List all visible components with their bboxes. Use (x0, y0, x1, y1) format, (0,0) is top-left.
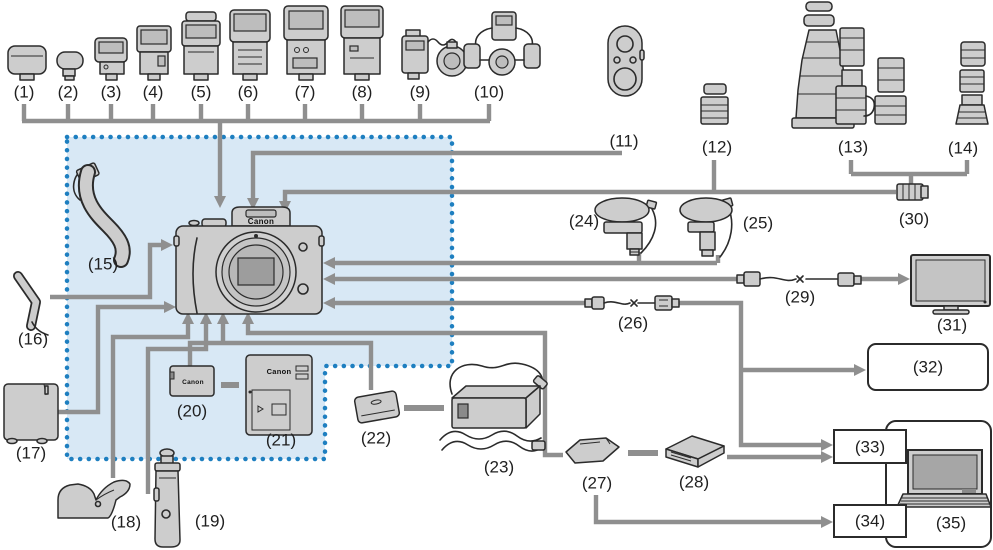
item-label-16: (16) (17, 329, 49, 349)
flash-unit-3-icon (94, 37, 128, 81)
lens-mount-adapter-icon (896, 183, 929, 201)
labeled-box-32 (867, 343, 989, 391)
strap-to-camera-arrow (50, 239, 173, 300)
efm-lens-icon (700, 83, 729, 125)
item-label-11: (11) (609, 131, 639, 151)
item-label-17: (17) (15, 443, 47, 463)
body-jacket-icon (57, 479, 131, 519)
ring-flash-controller-icon (401, 29, 468, 80)
item-label-33: (33) (854, 437, 886, 457)
item-label-27: (27) (581, 473, 613, 493)
case-to-camera-arrow (57, 301, 176, 415)
flash-unit-8-icon (340, 5, 384, 81)
item-label-30: (30) (898, 209, 930, 229)
ac-adapter-icon (439, 362, 548, 452)
microphone-1-icon (594, 197, 658, 256)
dotted-border (64, 134, 455, 462)
lens-group-bracket (848, 160, 970, 184)
item-label-31: (31) (936, 315, 968, 335)
flash-group-bracket (21, 104, 492, 124)
item-label-6: (6) (237, 82, 259, 102)
battery-brand-text: Canon (182, 379, 204, 386)
item-label-8: (8) (351, 82, 373, 102)
labeled-box-34 (833, 504, 907, 538)
item-label-9: (9) (409, 82, 431, 102)
item-label-20: (20) (176, 401, 208, 421)
camera-body: Canon (173, 206, 325, 315)
computer-icon (896, 449, 992, 508)
item-label-2: (2) (57, 82, 79, 102)
hdmi-cable-icon (736, 271, 862, 287)
item-label-18: (18) (110, 512, 142, 532)
item-label-34: (34) (854, 511, 886, 531)
item-label-29: (29) (784, 287, 816, 307)
item-label-12: (12) (701, 137, 733, 157)
item-label-10: (10) (473, 82, 505, 102)
battery-charger-icon: Canon (245, 354, 313, 436)
hand-strap-icon (13, 271, 49, 336)
flash-unit-7-icon (283, 5, 329, 81)
item-label-26: (26) (617, 313, 649, 333)
dc-coupler-icon (353, 390, 401, 424)
remote-to-camera-arrow (247, 150, 622, 210)
neck-strap-icon (72, 162, 131, 268)
item-label-19: (19) (194, 511, 226, 531)
power-link-line (187, 340, 374, 390)
item-label-35: (35) (935, 513, 967, 533)
microphone-2-icon (679, 197, 734, 258)
card-to-box34-arrow (593, 495, 833, 528)
charger-brand-text: Canon (267, 367, 292, 376)
camera-brand-text: Canon (248, 217, 274, 226)
item-label-1: (1) (13, 82, 35, 102)
item-label-5: (5) (190, 82, 212, 102)
flash-unit-6-icon (229, 9, 271, 81)
twin-flash-icon (463, 11, 541, 76)
wireless-remote-icon (607, 25, 645, 97)
sd-memory-card-icon (565, 437, 620, 464)
card-reader-icon (665, 435, 725, 468)
flash-unit-2-icon (56, 51, 84, 81)
grip-to-camera-arrow (145, 312, 212, 494)
ef-lens-group-icon (791, 1, 907, 129)
item-label-13: (13) (837, 137, 869, 157)
small-lens-group-icon (955, 41, 989, 125)
usb-interface-cable-icon (584, 295, 680, 311)
item-label-22: (22) (360, 428, 392, 448)
item-label-14: (14) (947, 138, 979, 158)
item-label-4: (4) (142, 82, 164, 102)
item-label-7: (7) (294, 82, 316, 102)
item-label-25: (25) (742, 213, 774, 233)
item-label-23: (23) (483, 457, 515, 477)
flash-unit-5-icon (181, 11, 221, 81)
usb-to-box33-arrow (678, 300, 833, 451)
item-label-3: (3) (100, 82, 122, 102)
lens-to-camera-arrow (279, 189, 896, 213)
item-label-21: (21) (265, 430, 297, 450)
connector-lines (21, 104, 970, 528)
jacket-to-camera-arrow (110, 312, 194, 478)
item-label-24: (24) (568, 211, 600, 231)
item-label-28: (28) (678, 472, 710, 492)
flash-unit-4-icon (136, 25, 172, 81)
flash-unit-1-icon (7, 45, 47, 81)
item-label-15: (15) (87, 254, 119, 274)
item-label-32: (32) (912, 357, 944, 377)
tv-monitor-icon (910, 254, 991, 315)
camera-case-icon (3, 383, 59, 445)
labeled-box-33 (833, 429, 907, 464)
battery-pack-icon: Canon (169, 365, 215, 397)
tripod-grip-icon (153, 448, 181, 548)
card-to-camera-arrow (242, 312, 563, 458)
